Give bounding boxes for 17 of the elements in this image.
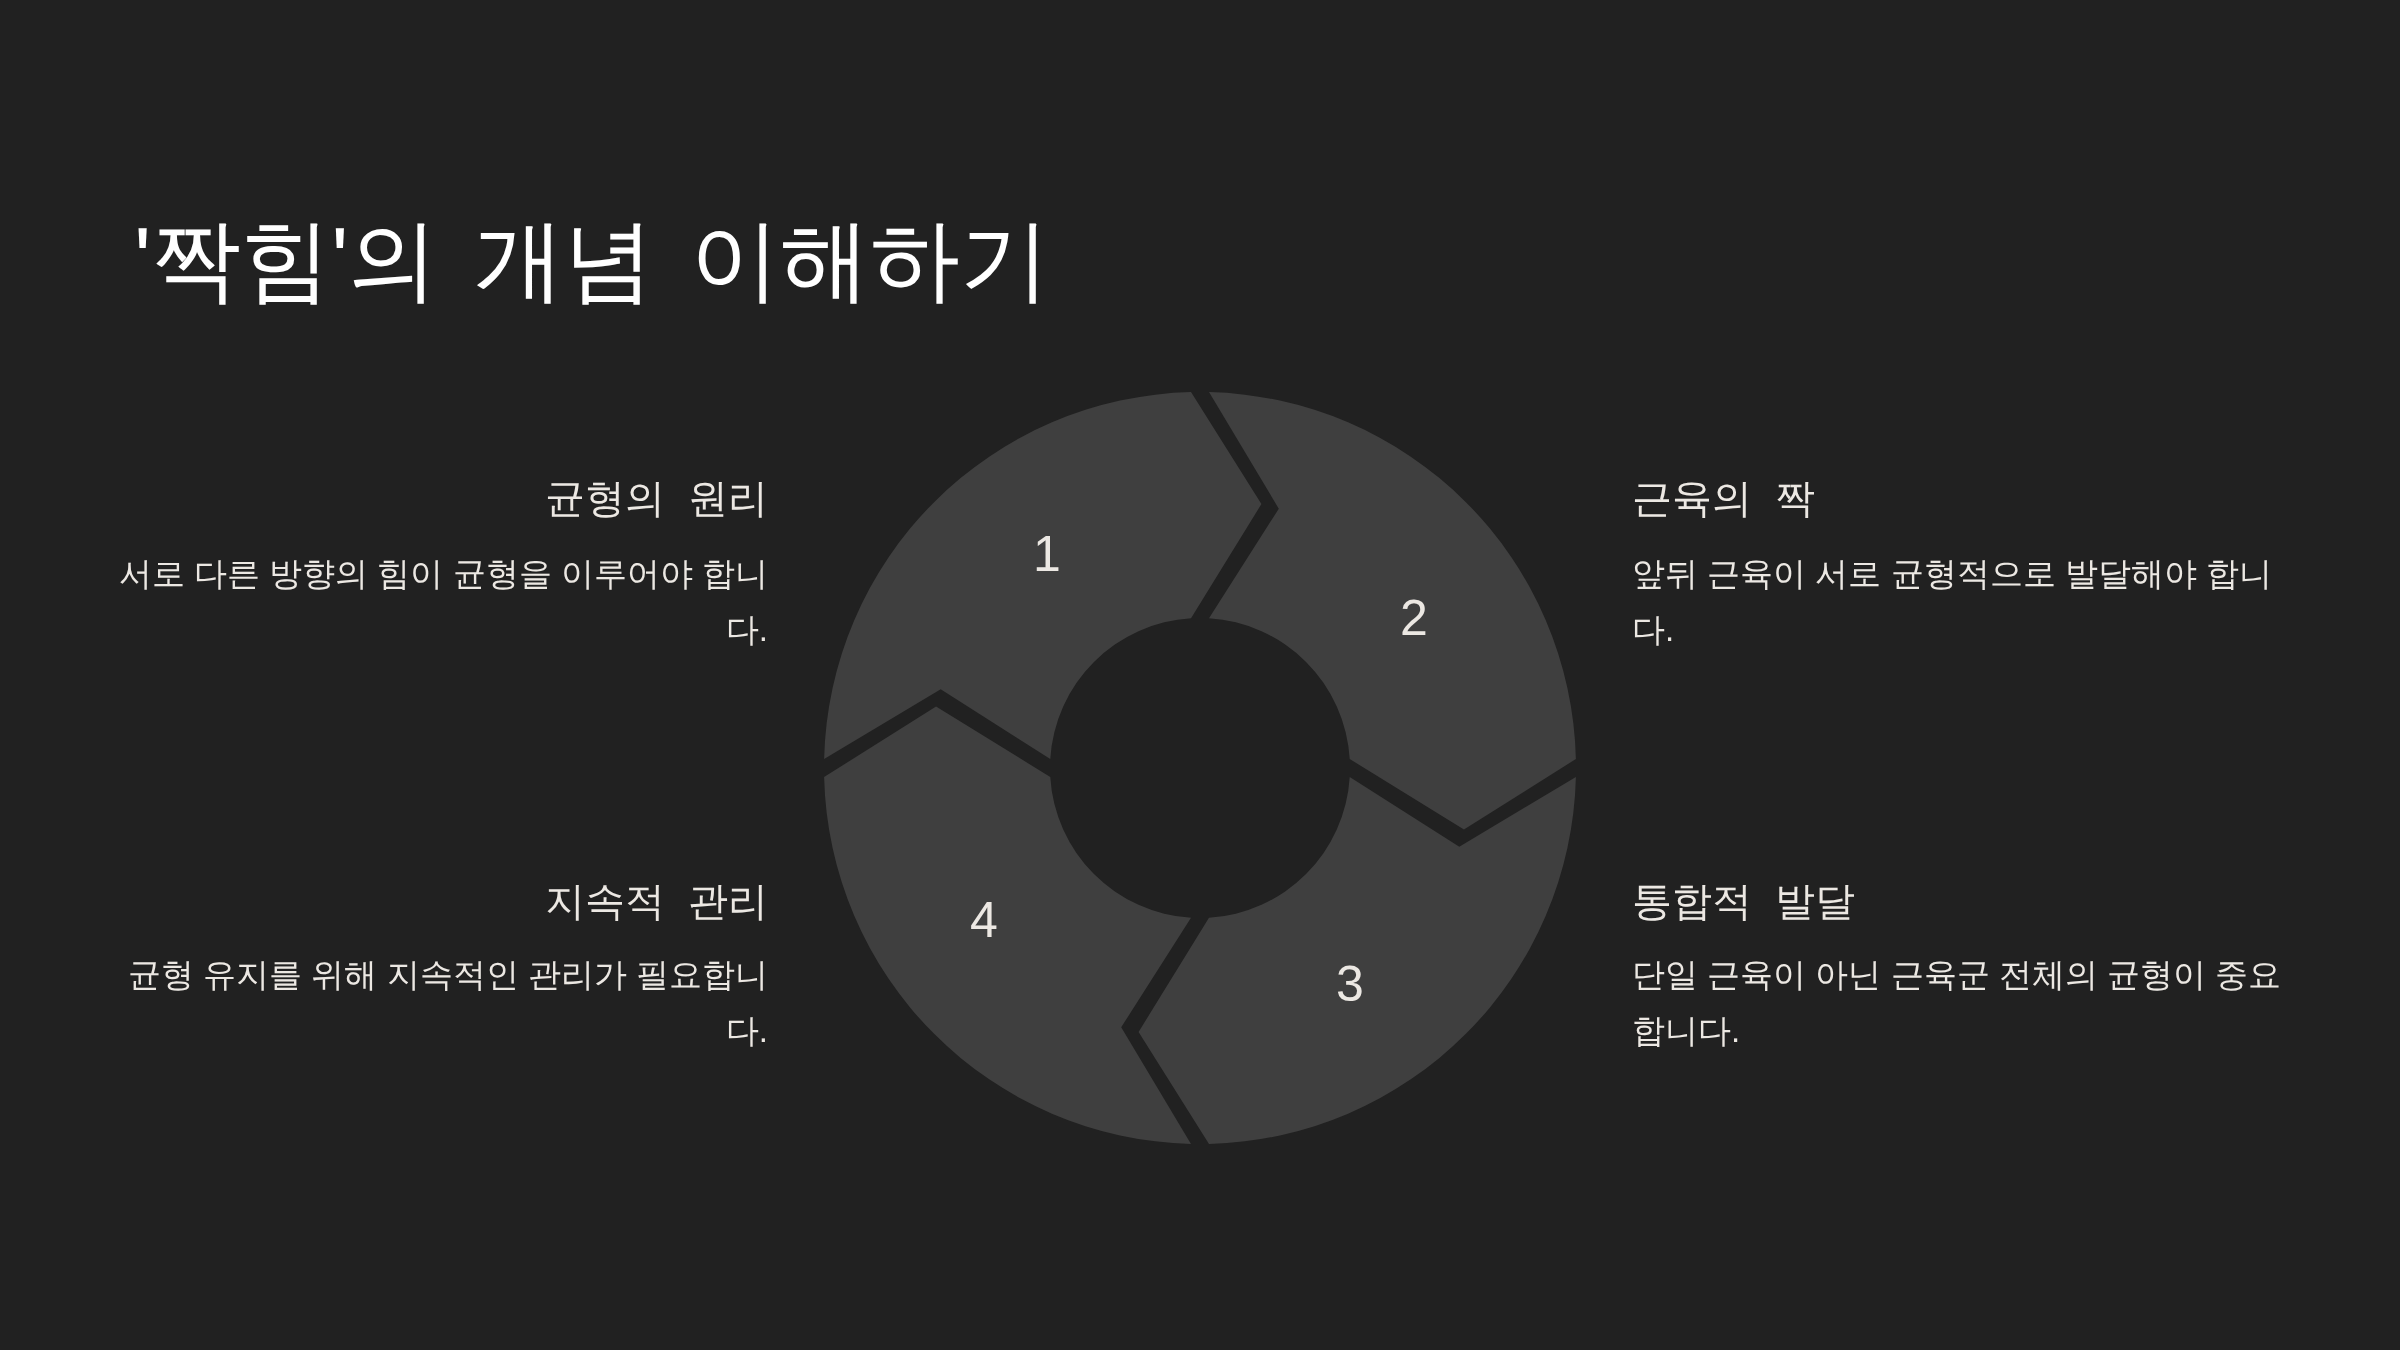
heading: 근육의 짝 — [1632, 475, 1817, 522]
description-text: 단일 근육이 아닌 근육군 전체의 균형이 중요합니다. — [1632, 955, 2282, 1051]
heading: 균형의 원리 — [543, 475, 768, 522]
step-number: 2 — [1400, 593, 1428, 643]
description-text: 균형 유지를 위해 지속적인 관리가 필요합니다. — [127, 955, 768, 1051]
description-text: 서로 다른 방향의 힘이 균형을 이루어야 합니다. — [118, 554, 768, 650]
title: '짝힘'의 개념 이해하기 — [134, 209, 1050, 312]
step-number: 4 — [970, 895, 998, 945]
heading: 통합적 발달 — [1632, 878, 1857, 925]
heading: 지속적 관리 — [543, 878, 768, 925]
ring-segment — [824, 706, 1192, 1144]
step-number: 3 — [1336, 959, 1364, 1009]
step-number: 1 — [1033, 529, 1061, 579]
description-text: 앞뒤 근육이 서로 균형적으로 발달해야 합니다. — [1632, 554, 2273, 650]
ring-segment — [1138, 776, 1576, 1144]
ring-segment — [824, 392, 1262, 760]
ring-segment — [1208, 392, 1576, 830]
